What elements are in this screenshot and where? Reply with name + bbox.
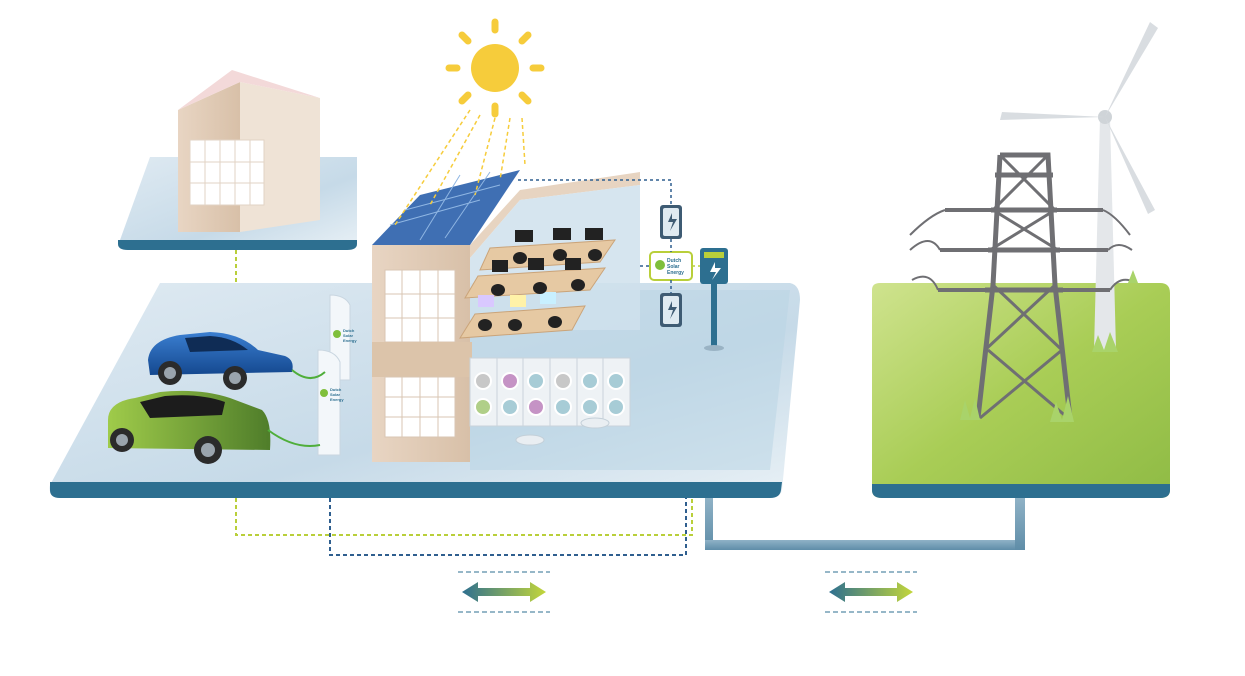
office-desks — [459, 228, 616, 339]
solar-panels — [372, 170, 520, 245]
svg-text:Energy: Energy — [667, 270, 684, 276]
server-status-light — [581, 398, 599, 416]
server-status-light — [527, 398, 545, 416]
grid-cable — [705, 498, 1025, 550]
server-status-light — [474, 372, 492, 390]
server-status-light — [554, 372, 572, 390]
server-racks — [469, 357, 631, 427]
svg-text:Dutch: Dutch — [667, 258, 681, 264]
grass-tufts — [960, 270, 1138, 422]
svg-text:Energy: Energy — [330, 397, 344, 402]
battery-icon-lower — [660, 293, 682, 327]
svg-text:Energy: Energy — [343, 338, 357, 343]
server-status-light — [554, 398, 572, 416]
office-stools — [515, 417, 610, 446]
ev-charger-icon — [700, 248, 728, 351]
bidirectional-arrow-icon — [458, 571, 550, 613]
blue-electric-car — [148, 332, 326, 390]
dashed-connections — [235, 498, 693, 556]
server-status-light — [501, 372, 519, 390]
energy-controller: Dutch Solar Energy — [649, 251, 693, 281]
svg-text:Solar: Solar — [667, 264, 680, 270]
server-status-light — [527, 372, 545, 390]
svg-text:Dutch: Dutch — [330, 387, 342, 392]
server-status-light — [501, 398, 519, 416]
svg-text:Dutch: Dutch — [343, 328, 355, 333]
brand-logo-upper: Dutch Solar Energy — [333, 328, 357, 343]
green-electric-car — [108, 390, 321, 464]
server-status-light — [474, 398, 492, 416]
power-pylon-icon — [909, 152, 1135, 420]
svg-text:Solar: Solar — [330, 392, 340, 397]
battery-icon — [660, 205, 682, 239]
hub-wiring — [518, 179, 700, 293]
sun-icon — [394, 18, 545, 226]
server-status-light — [607, 398, 625, 416]
charging-pillar-lower — [317, 349, 341, 456]
server-status-light — [581, 372, 599, 390]
small-house — [178, 70, 320, 232]
svg-text:Solar: Solar — [343, 333, 353, 338]
bidirectional-arrow-icon-grid — [825, 571, 917, 613]
server-status-light — [607, 372, 625, 390]
brand-logo-lower: Dutch Solar Energy — [320, 387, 344, 402]
